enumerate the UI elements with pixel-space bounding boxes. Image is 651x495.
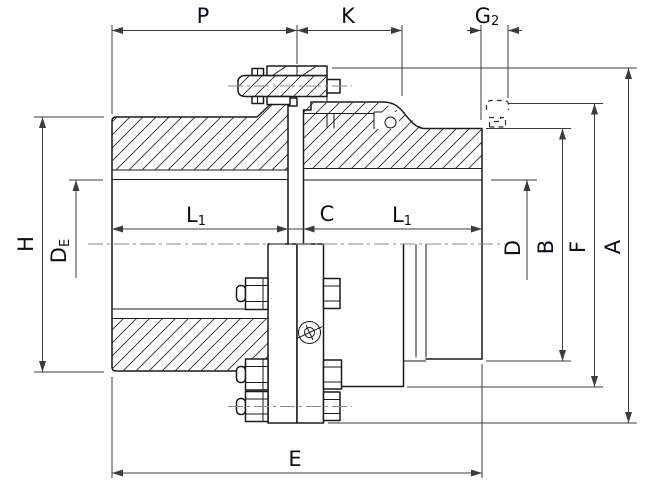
dim-label-a: A [601, 239, 625, 254]
balance-mark-icon [296, 321, 323, 344]
dimension-labels: P K G2 L1 C L1 H DE D B F A E [14, 4, 625, 471]
bolt-hex-head [244, 277, 269, 311]
dim-label-p: P [197, 4, 210, 28]
elastic-pin-assembly [237, 65, 341, 106]
dim-label-l1-right: L1 [392, 203, 412, 229]
dim-label-d: D [501, 240, 525, 256]
dim-label-de: DE [47, 239, 73, 263]
bolt-cap [235, 284, 247, 303]
phantom-pin-outline [485, 99, 510, 128]
bolt-nut [322, 277, 341, 310]
right-flange-adapter [302, 101, 483, 388]
dim-label-h: H [14, 236, 38, 252]
dim-label-c: C [320, 202, 335, 226]
bolt-nut [322, 359, 343, 390]
bottom-flange-plates [267, 243, 325, 424]
dim-label-l1-left: L1 [186, 203, 206, 229]
dim-label-g2: G2 [475, 4, 500, 29]
bolt-hex-head [244, 358, 269, 391]
locking-ball [384, 116, 397, 129]
dim-label-e: E [288, 447, 301, 471]
left-hub [111, 100, 289, 372]
center-disc [287, 97, 305, 245]
dimension-lines [34, 25, 637, 478]
dim-label-f: F [566, 241, 590, 253]
flange-bolts [235, 277, 343, 423]
bolt-cap [235, 365, 247, 384]
dim-label-k: K [341, 4, 356, 28]
dim-label-b: B [534, 240, 558, 254]
